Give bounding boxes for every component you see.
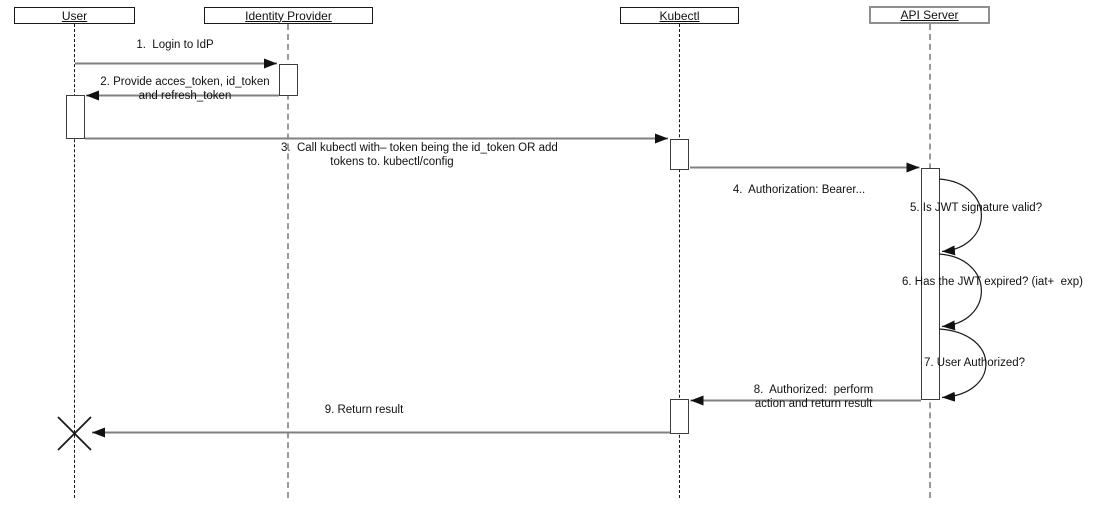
message-label-7: 7. User Authorized? (924, 357, 1026, 369)
message-label-1: 1. Login to IdP (136, 39, 214, 51)
message-label-5: 5. Is JWT signature valid? (910, 202, 1043, 214)
actor-label-api-server: API Server (900, 8, 959, 22)
lifeline-identity-provider (287, 24, 289, 498)
message-label-9: 9. Return result (324, 404, 404, 416)
actor-box-user: User (14, 7, 135, 24)
activation-bar-kubectl-2 (670, 399, 689, 434)
lifeline-user (74, 24, 75, 498)
actor-label-user: User (61, 8, 88, 23)
actor-label-identity-provider: Identity Provider (245, 8, 332, 23)
message-label-6: 6. Has the JWT expired? (iat+ exp) (902, 276, 1083, 288)
actor-label-kubectl: Kubectl (659, 8, 700, 23)
actor-box-identity-provider: Identity Provider (204, 7, 373, 24)
activation-bar-kubectl-1 (670, 139, 689, 170)
actor-box-kubectl: Kubectl (620, 7, 739, 24)
activation-bar-user (66, 95, 85, 139)
actor-box-api-server: API Server (869, 6, 990, 24)
message-label-2: 2. Provide acces_token, id_token and ref… (100, 76, 270, 102)
self-message-arc-6 (938, 253, 982, 331)
message-label-4: 4. Authorization: Bearer... (732, 184, 866, 196)
message-label-8: 8. Authorized: perform action and return… (753, 384, 874, 410)
lifeline-kubectl (679, 24, 680, 498)
message-label-3: 3. Call kubectl with– token being the id… (281, 142, 558, 168)
activation-bar-identity-provider (279, 64, 298, 96)
